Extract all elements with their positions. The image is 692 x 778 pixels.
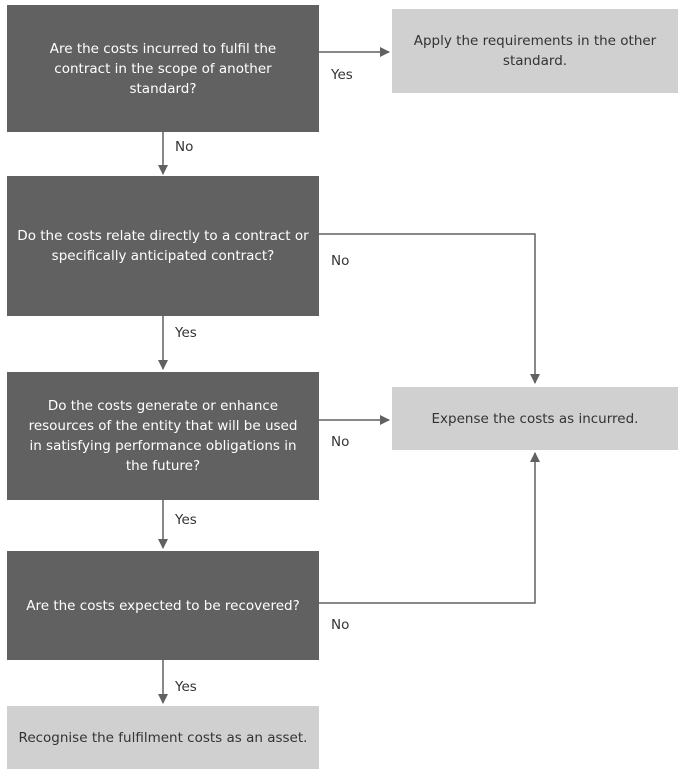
decision-q4-recovered: Are the costs expected to be recovered?	[7, 551, 319, 660]
edge-label-q3-no: No	[331, 434, 350, 450]
decision-q1-text: Are the costs incurred to fulfil the con…	[49, 40, 277, 97]
outcome-recognise-asset-text: Recognise the fulfilment costs as an ass…	[18, 729, 308, 746]
edge-label-q4-yes: Yes	[175, 679, 197, 695]
decision-q3-generate-resources: Do the costs generate or enhance resourc…	[7, 372, 319, 500]
decision-q2-text: Do the costs relate directly to a contra…	[17, 228, 309, 264]
arrow-q2-to-expense	[319, 233, 540, 384]
edge-label-q1-yes: Yes	[331, 67, 353, 83]
edge-label-q2-no: No	[331, 253, 350, 269]
edge-label-q2-yes: Yes	[175, 325, 197, 341]
decision-q1-other-standard: Are the costs incurred to fulfil the con…	[7, 5, 319, 132]
arrow-q4-to-expense	[319, 452, 540, 604]
decision-q3-text: Do the costs generate or enhance resourc…	[28, 398, 298, 474]
edge-label-q4-no: No	[331, 617, 350, 633]
edge-label-q3-yes: Yes	[175, 512, 197, 528]
decision-q4-text: Are the costs expected to be recovered?	[26, 597, 300, 614]
outcome-expense-costs-text: Expense the costs as incurred.	[431, 410, 639, 427]
outcome-apply-other-standard: Apply the requirements in the other stan…	[392, 9, 678, 93]
outcome-apply-other-standard-text: Apply the requirements in the other stan…	[413, 33, 657, 69]
outcome-expense-costs: Expense the costs as incurred.	[392, 387, 678, 450]
edge-label-q1-no: No	[175, 139, 194, 155]
outcome-recognise-asset: Recognise the fulfilment costs as an ass…	[7, 706, 319, 769]
decision-q2-relate-directly: Do the costs relate directly to a contra…	[7, 176, 319, 316]
